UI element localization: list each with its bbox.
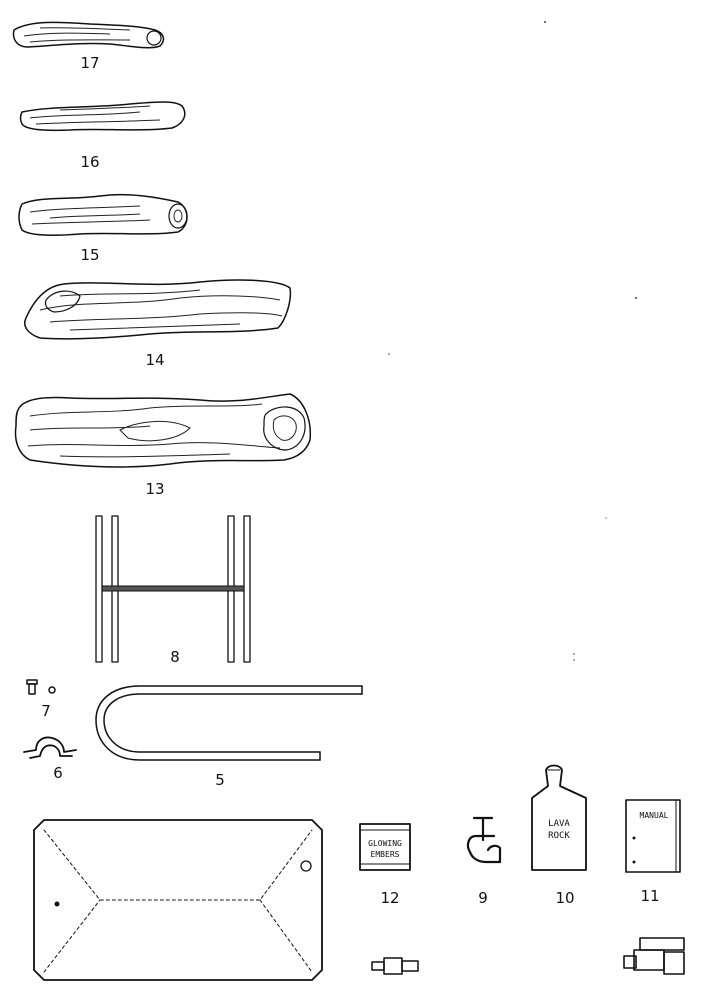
c-clamp-9 (466, 816, 502, 864)
part-number-15: 15 (80, 246, 99, 264)
manual-11: MANUAL (625, 799, 681, 873)
clamp-6 (23, 736, 77, 759)
manual-label: MANUAL (640, 811, 669, 820)
part-number-11: 11 (640, 887, 659, 905)
burner-tube-5 (95, 685, 363, 761)
grate-8 (95, 515, 251, 663)
part-number-5: 5 (215, 771, 225, 789)
log-16 (19, 101, 186, 132)
part-number-16: 16 (80, 153, 99, 171)
log-17 (12, 21, 165, 49)
embers-label-line1: GLOWING (368, 839, 402, 848)
log-13 (14, 393, 312, 468)
burner-pan (33, 819, 323, 981)
part-number-14: 14 (145, 351, 164, 369)
fitting (371, 957, 419, 975)
scan-specks (388, 21, 637, 661)
part-number-6: 6 (53, 764, 63, 782)
log-14 (24, 279, 292, 340)
part-number-12: 12 (380, 889, 399, 907)
part-number-9: 9 (478, 889, 488, 907)
part-number-8: 8 (170, 648, 180, 666)
part-number-10: 10 (555, 889, 574, 907)
lava-label-line1: LAVA (548, 819, 570, 829)
screw-7 (26, 679, 56, 695)
part-number-7: 7 (41, 702, 51, 720)
glowing-embers-12: GLOWING EMBERS (359, 823, 411, 871)
part-number-17: 17 (80, 54, 99, 72)
lava-rock-10: LAVA ROCK (531, 764, 587, 871)
lava-label-line2: ROCK (548, 831, 570, 841)
part-number-13: 13 (145, 480, 164, 498)
gas-valve (623, 937, 685, 975)
embers-label-line2: EMBERS (371, 850, 400, 859)
log-15 (18, 193, 188, 236)
